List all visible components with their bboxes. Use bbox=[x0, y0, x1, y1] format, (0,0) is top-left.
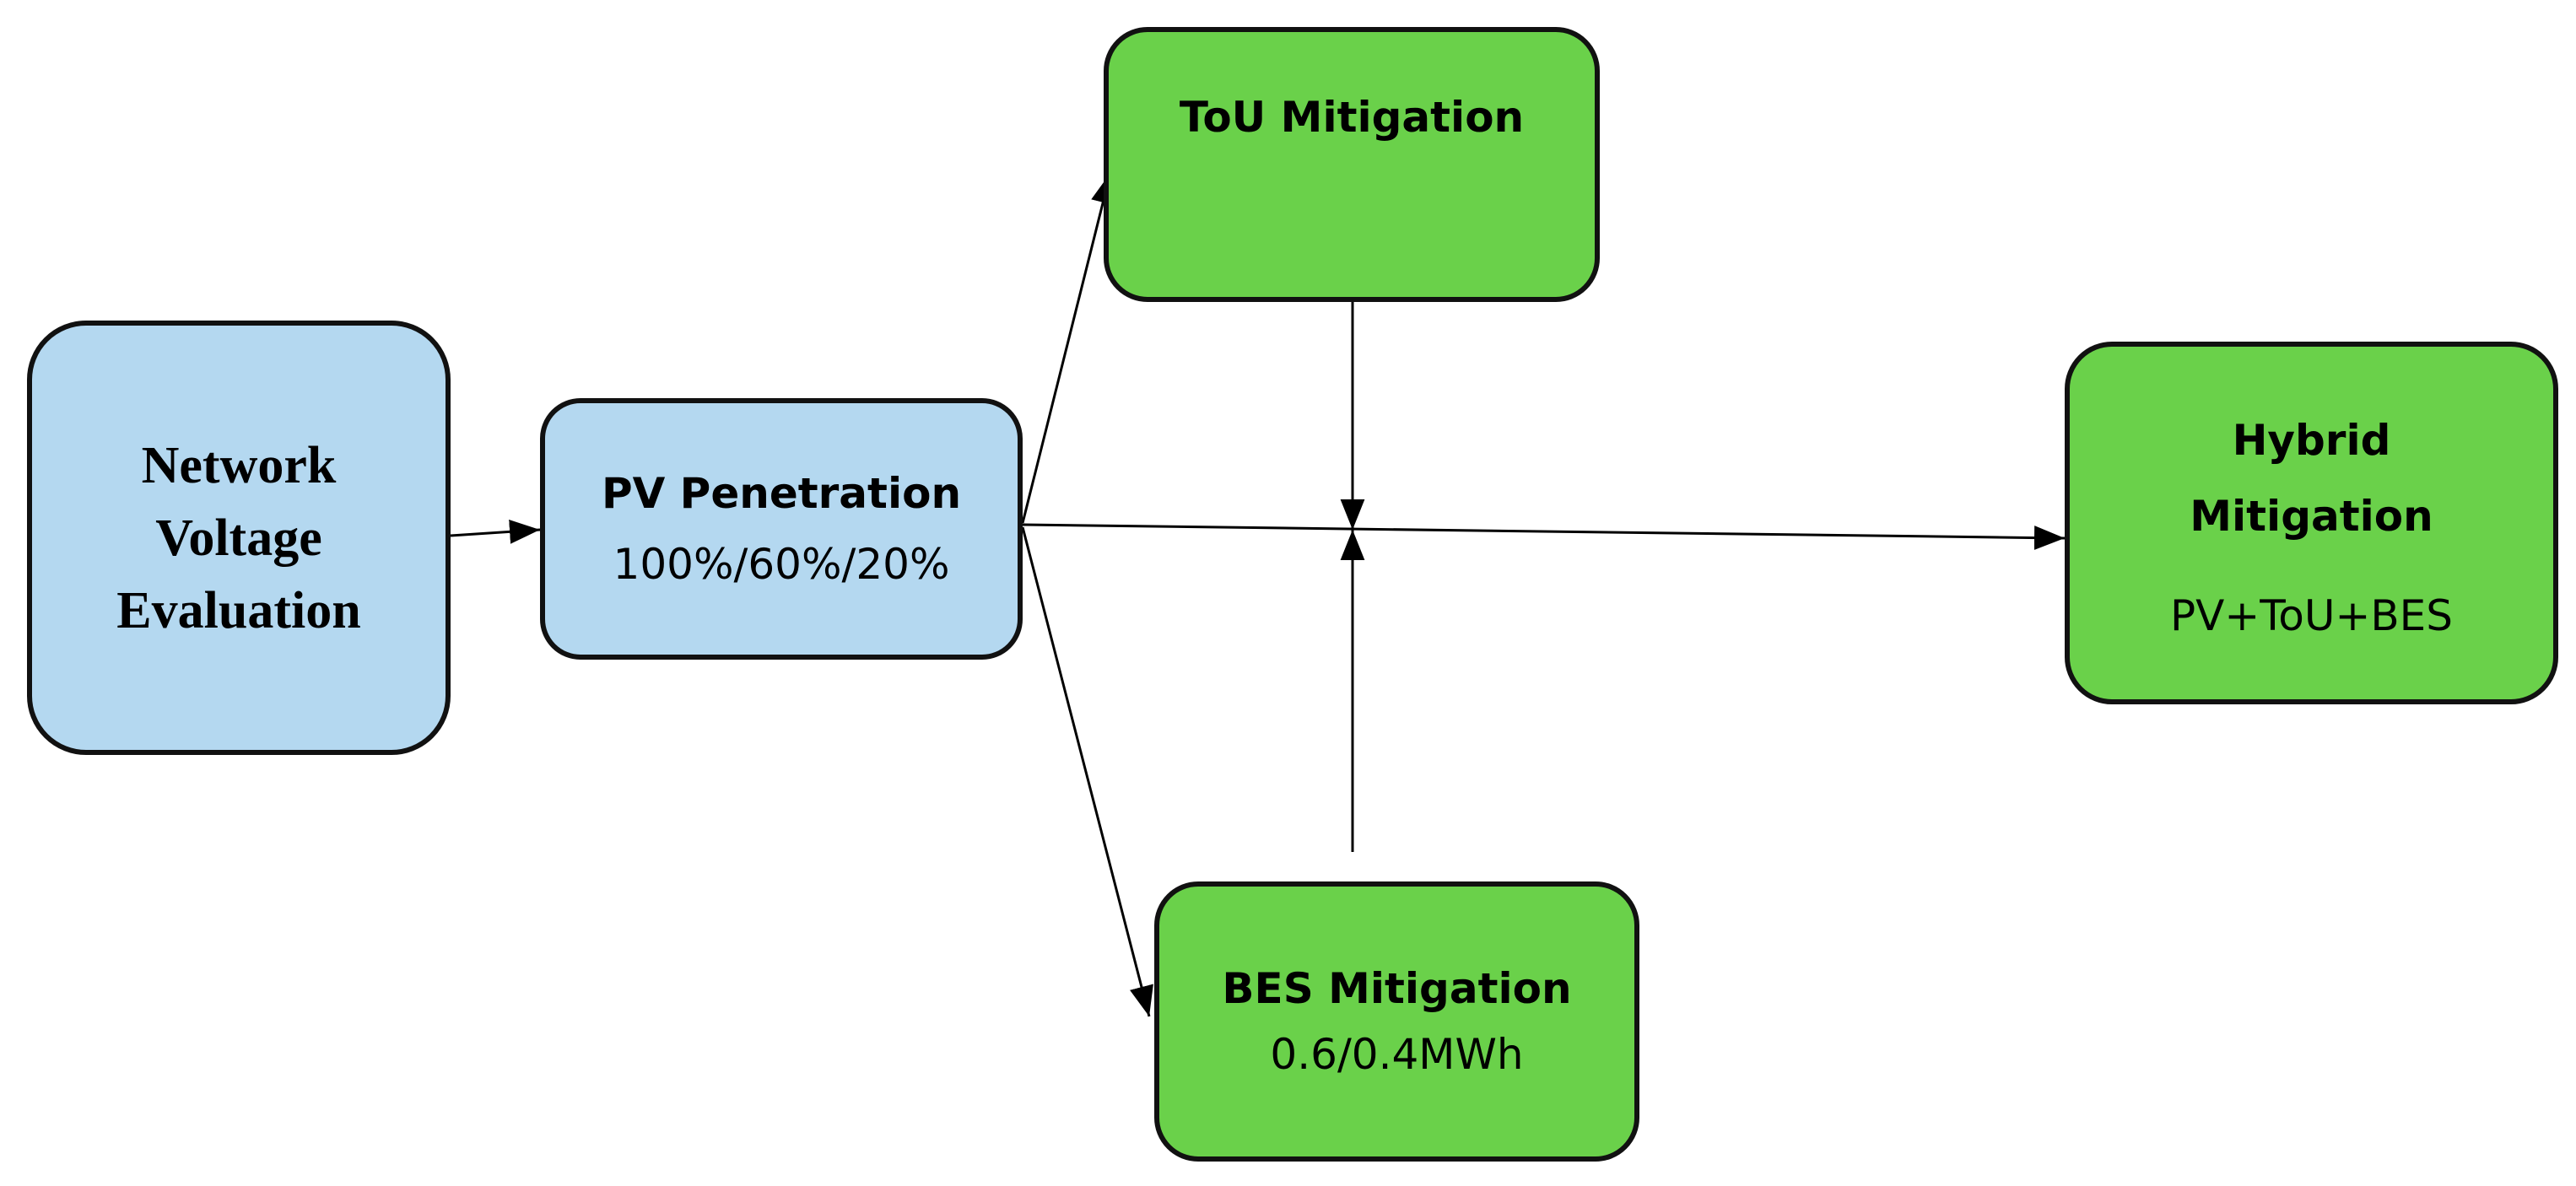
node-network-voltage-evaluation: Network Voltage Evaluation bbox=[27, 321, 451, 755]
hybrid-title-line-1: Hybrid bbox=[2232, 416, 2391, 465]
edge-pv-to-tou bbox=[1021, 172, 1115, 524]
bes-title: BES Mitigation bbox=[1222, 964, 1572, 1013]
network-line-3: Evaluation bbox=[116, 581, 361, 639]
node-tou-mitigation: ToU Mitigation bbox=[1104, 27, 1600, 302]
hybrid-subtitle: PV+ToU+BES bbox=[2169, 591, 2453, 640]
node-pv-penetration: PV Penetration 100%/60%/20% bbox=[540, 398, 1023, 660]
edge-pv-to-bes bbox=[1021, 526, 1153, 1017]
node-bes-mitigation: BES Mitigation 0.6/0.4MWh bbox=[1154, 881, 1639, 1162]
edge-network-to-pv bbox=[450, 520, 541, 544]
hybrid-title-line-2: Mitigation bbox=[2190, 492, 2433, 541]
tou-title: ToU Mitigation bbox=[1179, 93, 1525, 142]
node-hybrid-mitigation: Hybrid Mitigation PV+ToU+BES bbox=[2065, 342, 2558, 704]
bes-subtitle: 0.6/0.4MWh bbox=[1270, 1030, 1524, 1079]
pv-title: PV Penetration bbox=[601, 469, 962, 518]
pv-subtitle: 100%/60%/20% bbox=[613, 540, 950, 589]
edge-pv-to-hybrid bbox=[1022, 523, 2066, 550]
network-line-2: Voltage bbox=[155, 509, 322, 567]
network-line-1: Network bbox=[141, 436, 337, 494]
